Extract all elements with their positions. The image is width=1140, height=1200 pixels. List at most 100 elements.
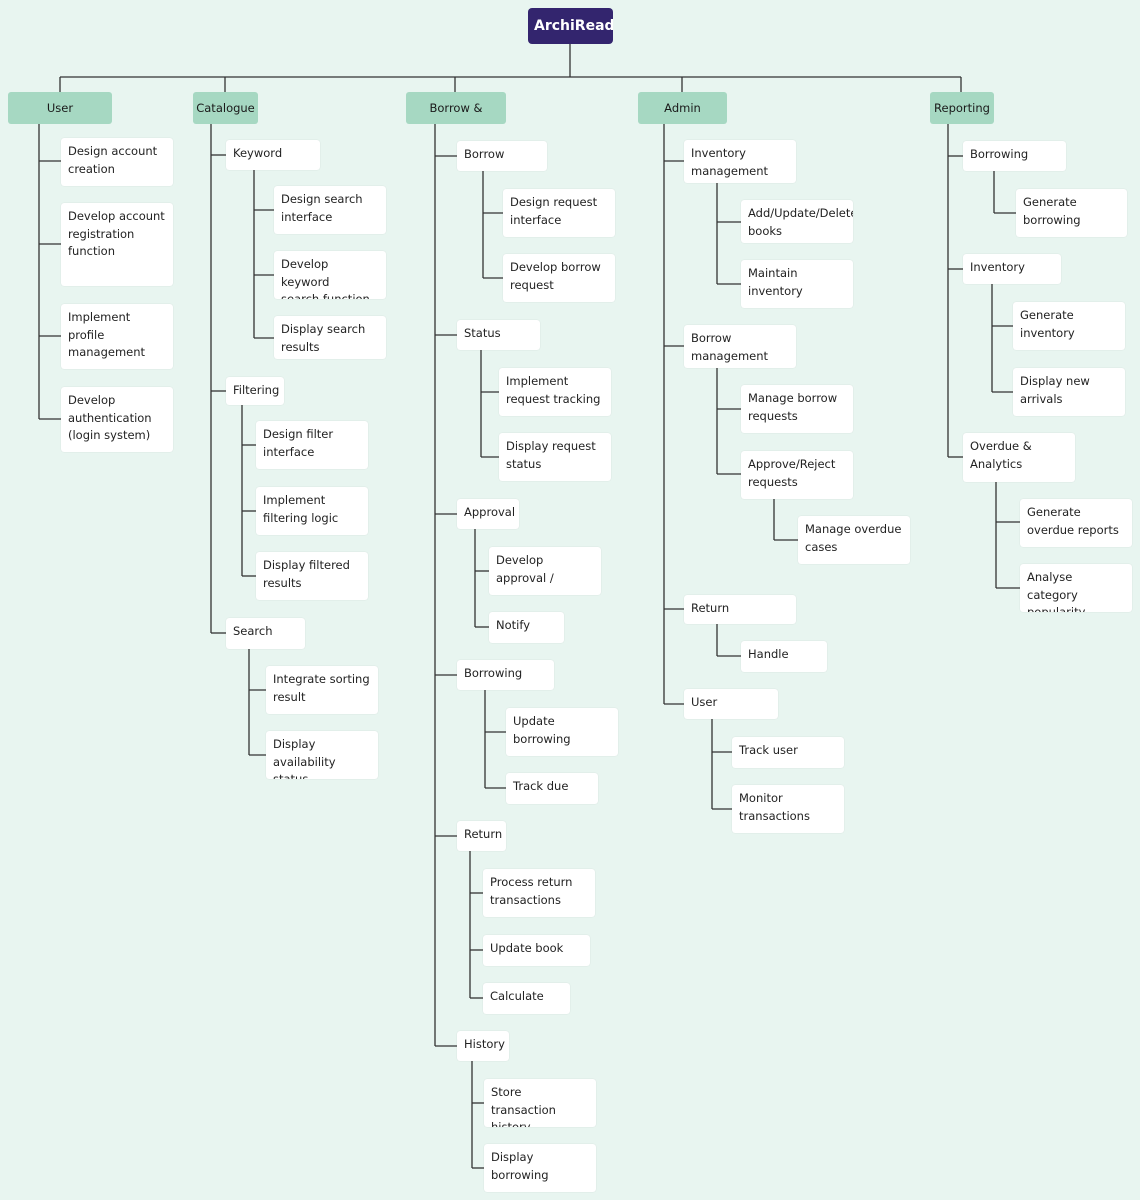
task-node[interactable]: Maintain inventory: [741, 260, 853, 308]
node-label: Borrowing: [464, 666, 523, 680]
task-node[interactable]: Design account creation: [61, 138, 173, 186]
task-node[interactable]: Track user: [732, 737, 844, 768]
task-node[interactable]: Add/Update/Delete books: [741, 200, 853, 243]
node-label: User: [691, 695, 718, 709]
subcategory-node[interactable]: Inventory management: [684, 140, 796, 183]
subcategory-node[interactable]: Search: [226, 618, 305, 649]
node-label: Design account creation: [68, 144, 158, 176]
task-node[interactable]: Approve/Reject requests: [741, 451, 853, 499]
category-borrow[interactable]: Borrow &: [406, 92, 506, 124]
task-node[interactable]: Display availability status: [266, 731, 378, 779]
category-reporting[interactable]: Reporting: [930, 92, 994, 124]
category-user[interactable]: User: [8, 92, 112, 124]
subcategory-node[interactable]: Borrow management: [684, 325, 796, 368]
task-node[interactable]: Implement profile management: [61, 304, 173, 369]
task-node[interactable]: Develop keyword search function: [274, 251, 386, 299]
subcategory-node[interactable]: Approval: [457, 499, 519, 529]
subcategory-node[interactable]: History: [457, 1031, 509, 1061]
task-node[interactable]: Manage overdue cases: [798, 516, 910, 564]
node-label: Integrate sorting result: [273, 672, 370, 704]
subcategory-node[interactable]: Return: [684, 595, 796, 624]
node-label: Track user: [739, 743, 798, 757]
node-label: Return: [691, 601, 730, 615]
subcategory-node[interactable]: Inventory: [963, 254, 1061, 284]
task-node[interactable]: Develop account registration function: [61, 203, 173, 286]
task-node[interactable]: Design filter interface: [256, 421, 368, 469]
subcategory-node[interactable]: Return: [457, 821, 506, 851]
node-label: Display request status: [506, 439, 596, 471]
node-label: Store transaction history: [491, 1085, 556, 1127]
task-node[interactable]: Display search results: [274, 316, 386, 359]
node-label: Develop authentication (login system): [68, 393, 152, 442]
node-label: Status: [464, 326, 501, 340]
task-node[interactable]: Monitor transactions: [732, 785, 844, 833]
node-label: Display availability status: [273, 737, 336, 779]
node-label: Return: [464, 827, 503, 841]
node-label: Design search interface: [281, 192, 363, 224]
node-label: Update borrowing: [513, 714, 571, 746]
subcategory-node[interactable]: Borrow: [457, 141, 547, 171]
node-label: Maintain inventory: [748, 266, 803, 298]
task-node[interactable]: Design request interface: [503, 189, 615, 237]
subcategory-node[interactable]: User: [684, 689, 778, 719]
task-node[interactable]: Track due: [506, 773, 598, 804]
subcategory-node[interactable]: Borrowing: [963, 141, 1066, 171]
task-node[interactable]: Manage borrow requests: [741, 385, 853, 433]
task-node[interactable]: Display new arrivals: [1013, 368, 1125, 416]
node-label: Develop keyword search function: [281, 257, 370, 299]
node-label: Design request interface: [510, 195, 598, 227]
task-node[interactable]: Develop approval /: [489, 547, 601, 595]
node-label: Inventory: [970, 260, 1025, 274]
node-label: Display filtered results: [263, 558, 350, 590]
subcategory-node[interactable]: Status: [457, 320, 540, 350]
task-node[interactable]: Integrate sorting result: [266, 666, 378, 714]
subcategory-node[interactable]: Filtering: [226, 377, 284, 405]
task-node[interactable]: Process return transactions: [483, 869, 595, 917]
node-label: History: [464, 1037, 505, 1051]
task-node[interactable]: Generate inventory: [1013, 302, 1125, 350]
node-label: Display search results: [281, 322, 366, 354]
node-label: Manage borrow requests: [748, 391, 838, 423]
task-node[interactable]: Generate overdue reports: [1020, 499, 1132, 547]
node-label: Inventory management: [691, 146, 769, 178]
task-node[interactable]: Update book: [483, 935, 590, 966]
node-label: Notify: [496, 618, 530, 632]
root-node[interactable]: ArchiRead: [528, 8, 613, 44]
category-admin[interactable]: Admin: [638, 92, 727, 124]
task-node[interactable]: Analyse category popularity: [1020, 564, 1132, 612]
subcategory-node[interactable]: Overdue & Analytics: [963, 433, 1075, 482]
node-label: Search: [233, 624, 273, 638]
subcategory-node[interactable]: Keyword: [226, 140, 320, 170]
node-label: Develop borrow request: [510, 260, 601, 292]
node-label: Design filter interface: [263, 427, 334, 459]
node-label: Filtering: [233, 383, 280, 397]
task-node[interactable]: Handle: [741, 641, 827, 672]
node-label: Borrowing: [970, 147, 1029, 161]
node-label: Track due: [513, 779, 569, 793]
task-node[interactable]: Display request status: [499, 433, 611, 481]
node-label: Implement filtering logic: [263, 493, 339, 525]
task-node[interactable]: Display filtered results: [256, 552, 368, 600]
subcategory-node[interactable]: Borrowing: [457, 660, 554, 690]
task-node[interactable]: Notify: [489, 612, 564, 643]
task-node[interactable]: Implement request tracking: [499, 368, 611, 416]
task-node[interactable]: Calculate: [483, 983, 570, 1014]
node-label: Implement profile management: [68, 310, 146, 359]
task-node[interactable]: Develop authentication (login system): [61, 387, 173, 452]
node-label: Display borrowing: [491, 1150, 549, 1182]
task-node[interactable]: Develop borrow request: [503, 254, 615, 302]
node-label: Monitor transactions: [739, 791, 810, 823]
node-label: Borrow: [464, 147, 505, 161]
task-node[interactable]: Update borrowing: [506, 708, 618, 756]
task-node[interactable]: Generate borrowing: [1016, 189, 1127, 237]
task-node[interactable]: Store transaction history: [484, 1079, 596, 1127]
category-catalogue[interactable]: Catalogue: [193, 92, 258, 124]
task-node[interactable]: Display borrowing: [484, 1144, 596, 1192]
node-label: Develop approval /: [496, 553, 554, 585]
node-label: Develop account registration function: [68, 209, 165, 258]
task-node[interactable]: Design search interface: [274, 186, 386, 234]
node-label: Analyse category popularity: [1027, 570, 1086, 612]
node-label: Approval: [464, 505, 516, 519]
task-node[interactable]: Implement filtering logic: [256, 487, 368, 535]
node-label: Handle: [748, 647, 789, 661]
